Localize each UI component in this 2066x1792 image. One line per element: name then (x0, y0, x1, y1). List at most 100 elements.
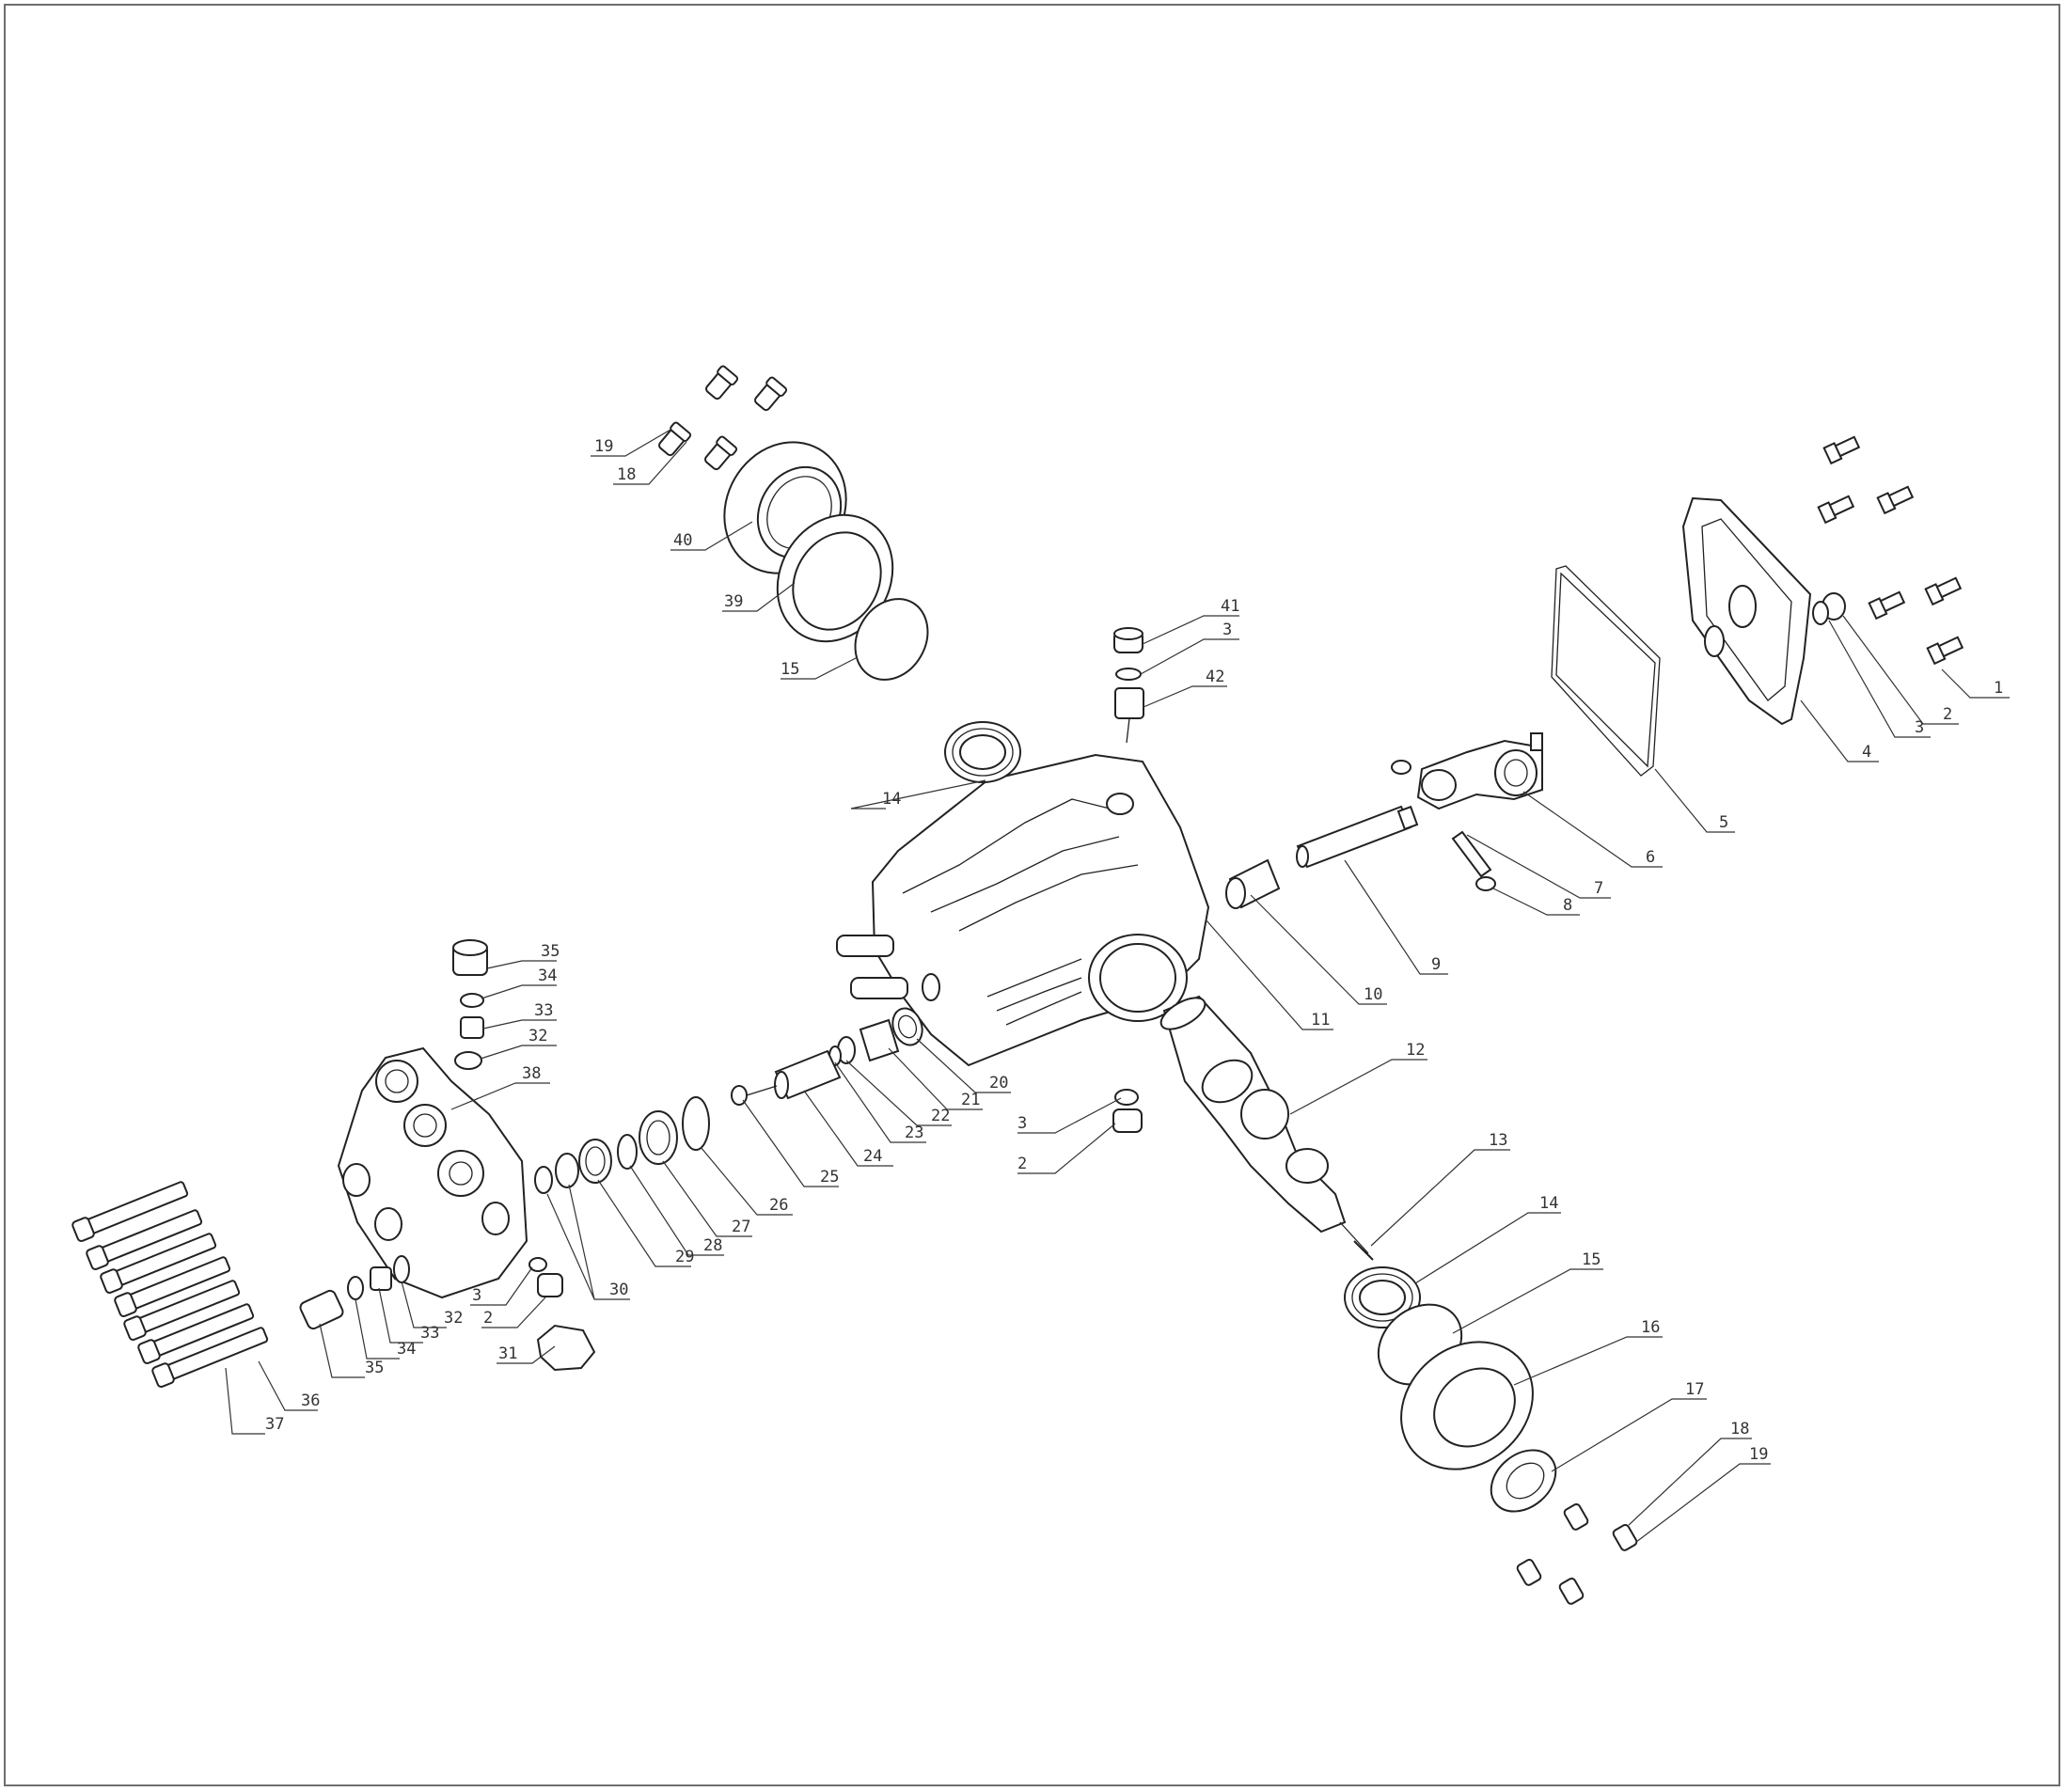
oring-part-26 (682, 1096, 710, 1151)
callout-24: 24 (863, 1147, 882, 1166)
callout-10: 10 (1364, 985, 1382, 1004)
valve-part-33-top (460, 1016, 484, 1039)
callout-32-top: 32 (528, 1027, 547, 1045)
callout-36: 36 (301, 1391, 320, 1410)
drain-plug-part-2 (1812, 592, 1846, 625)
callout-2-head: 2 (483, 1309, 493, 1328)
callout-21: 21 (961, 1091, 980, 1109)
flange-bolts-part-18-19-bottom (1516, 1502, 1638, 1605)
oring-part-32-bottom (393, 1255, 410, 1283)
callout-41: 41 (1221, 597, 1239, 616)
plug-part-2-mid (1112, 1108, 1143, 1133)
oring-part-34-top (460, 993, 484, 1008)
flange-bolts-part-18-19-top (658, 365, 788, 471)
callout-9: 9 (1431, 955, 1441, 974)
callout-30: 30 (609, 1281, 628, 1299)
cover-gasket-part-5 (1551, 565, 1661, 777)
callout-6: 6 (1646, 848, 1655, 867)
leader-lines (225, 429, 2010, 1543)
bearing-part-14-bottom (1344, 1266, 1421, 1328)
callout-12: 12 (1406, 1041, 1425, 1060)
callout-38: 38 (522, 1064, 541, 1083)
callout-35-bottom: 35 (365, 1359, 384, 1377)
oil-seal-part-20 (891, 1007, 923, 1046)
callout-37: 37 (265, 1415, 284, 1434)
plug-part-31 (536, 1324, 596, 1372)
plunger-rod-part-9 (1296, 805, 1419, 869)
callout-1: 1 (1994, 679, 2003, 698)
callout-39: 39 (724, 592, 743, 611)
ceramic-plunger-part-24 (774, 1049, 842, 1100)
oring-part-3-mid (1114, 1089, 1139, 1106)
callout-13: 13 (1489, 1131, 1507, 1150)
callout-15-top: 15 (781, 660, 799, 679)
callout-20: 20 (989, 1074, 1008, 1092)
callout-33-top: 33 (534, 1001, 553, 1020)
callout-2-mid: 2 (1017, 1155, 1027, 1173)
callout-34-top: 34 (538, 967, 557, 985)
cover-screws-part-1 (1817, 435, 1964, 666)
callout-4: 4 (1862, 743, 1871, 762)
oil-gauge-part-42 (1114, 687, 1144, 744)
oring-part-15-top (854, 598, 929, 681)
callout-8: 8 (1563, 896, 1572, 915)
callout-7: 7 (1594, 879, 1603, 898)
callout-27: 27 (732, 1218, 750, 1236)
seal-case-part-27 (639, 1110, 678, 1165)
spacer-part-29 (578, 1139, 612, 1184)
callout-26: 26 (769, 1196, 788, 1215)
callout-3-mid: 3 (1017, 1114, 1027, 1133)
callout-15-bottom: 15 (1582, 1250, 1601, 1269)
oring-part-34-bottom (347, 1276, 364, 1300)
callout-31: 31 (498, 1344, 517, 1363)
oil-cap-part-41 (1113, 627, 1143, 653)
callout-19-top: 19 (594, 437, 613, 456)
callout-14-bottom: 14 (1539, 1194, 1558, 1213)
seal-retainer-part-21 (859, 1018, 900, 1062)
oring-part-3-head (528, 1257, 547, 1272)
flange-gasket-part-39 (776, 513, 894, 643)
callout-19-bottom: 19 (1749, 1445, 1768, 1464)
shaft-seal-part-17 (1490, 1449, 1557, 1513)
crankcase-part-11 (836, 753, 1210, 1067)
callout-22: 22 (931, 1107, 950, 1125)
callout-2: 2 (1943, 705, 1952, 724)
callout-28: 28 (703, 1236, 722, 1255)
callout-35-top: 35 (541, 942, 560, 961)
callout-25: 25 (820, 1168, 839, 1187)
shaft-key-part-13 (1353, 1240, 1374, 1261)
callout-3-head: 3 (472, 1286, 481, 1305)
plug-part-2-head (537, 1273, 563, 1297)
bearing-flange-part-16 (1400, 1341, 1534, 1470)
callout-33-bottom: 33 (420, 1324, 439, 1343)
callout-3: 3 (1915, 718, 1924, 737)
callout-14-top: 14 (882, 790, 901, 809)
sleeve-part-10 (1225, 858, 1281, 909)
manifold-head-part-38 (337, 1046, 528, 1299)
seals-part-30 (534, 1153, 579, 1194)
valve-cap-part-35-top (452, 939, 488, 976)
callout-5: 5 (1719, 813, 1728, 832)
callout-23: 23 (905, 1124, 923, 1142)
plunger-bolt-part-25 (731, 1085, 778, 1106)
callout-17: 17 (1685, 1380, 1704, 1399)
seal-part-28 (617, 1134, 638, 1170)
callout-18-bottom: 18 (1730, 1420, 1749, 1438)
callout-42: 42 (1206, 668, 1224, 686)
callout-18-top: 18 (617, 465, 636, 484)
callout-29: 29 (675, 1248, 694, 1266)
callout-40: 40 (673, 531, 692, 550)
bearing-part-14-top (944, 721, 1021, 783)
crankshaft-part-12 (1159, 995, 1369, 1254)
oring-part-32-top (454, 1051, 482, 1070)
valve-part-33-bottom (370, 1266, 392, 1291)
callout-34-bottom: 34 (397, 1340, 416, 1359)
rear-cover-part-4 (1681, 496, 1812, 726)
wrist-pin-part-7 (1451, 830, 1492, 878)
valve-cap-part-35-bottom (299, 1289, 344, 1330)
callout-32-bottom: 32 (444, 1309, 463, 1328)
callout-labels: 1 2 3 4 5 6 7 8 9 10 11 12 13 14 15 16 1… (265, 437, 2003, 1464)
callout-3-top: 3 (1222, 621, 1232, 639)
callout-16: 16 (1641, 1318, 1660, 1337)
